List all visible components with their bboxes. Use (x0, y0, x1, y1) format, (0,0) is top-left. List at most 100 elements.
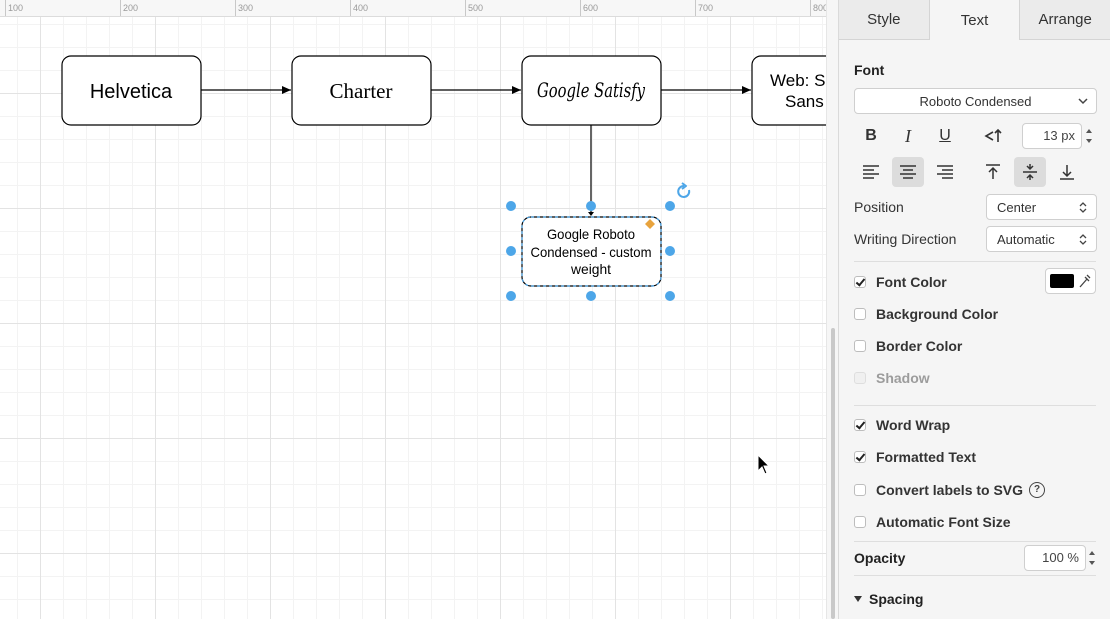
selection-handles[interactable] (506, 201, 675, 301)
font-size-input[interactable]: 13 px (1022, 123, 1082, 149)
border-color-checkbox[interactable] (854, 340, 866, 352)
node-roboto-condensed[interactable]: Google Roboto Condensed - custom weight (521, 216, 662, 287)
resize-handle-e[interactable] (665, 246, 675, 256)
ruler-tick-label: 700 (698, 3, 714, 13)
align-bottom-button[interactable] (1051, 157, 1083, 187)
chevron-down-icon (1078, 98, 1088, 105)
align-top-button[interactable] (977, 157, 1009, 187)
node-label: Google Satisfy (537, 78, 646, 102)
ruler-tick-label: 600 (583, 3, 599, 13)
writing-direction-label: Writing Direction (854, 231, 957, 247)
border-color-option[interactable]: Border Color (854, 336, 962, 356)
italic-button[interactable]: I (892, 121, 924, 151)
align-right-button[interactable] (929, 157, 961, 187)
node-label-line3: weight (570, 261, 611, 277)
italic-icon: I (905, 125, 911, 146)
position-label: Position (854, 199, 904, 215)
diagram-svg: Helvetica Charter Google Satisfy Web: S … (61, 55, 826, 475)
font-size-stepper[interactable] (1085, 125, 1093, 147)
font-color-option[interactable]: Font Color (854, 272, 947, 292)
scrollbar-thumb[interactable] (831, 328, 835, 619)
ruler-tick-label: 200 (123, 3, 139, 13)
formatted-text-checkbox[interactable] (854, 451, 866, 463)
font-family-select[interactable]: Roboto Condensed (854, 88, 1097, 114)
background-color-checkbox[interactable] (854, 308, 866, 320)
resize-handle-sw[interactable] (506, 291, 516, 301)
position-select[interactable]: Center (986, 194, 1097, 220)
underline-icon: U (939, 127, 951, 144)
resize-handle-ne[interactable] (665, 201, 675, 211)
shadow-option: Shadow (854, 368, 930, 388)
diagram-canvas[interactable]: 100 200 300 400 500 600 700 800 Helve (0, 0, 826, 619)
writing-direction-value: Automatic (997, 231, 1055, 247)
align-center-button[interactable] (892, 157, 924, 187)
formatted-text-label: Formatted Text (876, 449, 977, 465)
convert-svg-checkbox[interactable] (854, 484, 866, 496)
font-color-checkbox[interactable] (854, 276, 866, 288)
ruler-tick-label: 100 (8, 3, 24, 13)
tab-arrange[interactable]: Arrange (1019, 0, 1110, 40)
word-wrap-option[interactable]: Word Wrap (854, 415, 950, 435)
convert-svg-option[interactable]: Convert labels to SVG ? (854, 480, 1046, 500)
font-color-swatch-button[interactable] (1045, 268, 1096, 294)
align-bottom-icon (1060, 165, 1074, 180)
mouse-cursor-icon (757, 453, 771, 475)
resize-handle-s[interactable] (586, 291, 596, 301)
auto-font-size-label: Automatic Font Size (876, 514, 1011, 530)
align-left-icon (863, 165, 879, 179)
chevron-updown-icon (1079, 202, 1087, 213)
node-label-line1: Google Roboto (547, 226, 635, 242)
ruler-tick-label: 400 (353, 3, 369, 13)
horizontal-ruler: 100 200 300 400 500 600 700 800 (0, 0, 826, 17)
background-color-label: Background Color (876, 306, 999, 322)
triangle-down-icon (854, 596, 862, 602)
word-wrap-checkbox[interactable] (854, 419, 866, 431)
resize-handle-se[interactable] (665, 291, 675, 301)
ruler-tick-label: 800 (813, 3, 826, 13)
node-google-satisfy[interactable]: Google Satisfy (521, 55, 662, 126)
align-right-icon (937, 165, 953, 179)
resize-handle-w[interactable] (506, 246, 516, 256)
underline-button[interactable]: U (929, 121, 961, 151)
spacing-section-toggle[interactable]: Spacing (853, 591, 923, 607)
rotate-icon[interactable] (677, 182, 691, 198)
position-value: Center (997, 199, 1037, 215)
node-charter[interactable]: Charter (291, 55, 432, 126)
format-panel: Style Text Arrange Font Roboto Condensed… (838, 0, 1110, 619)
canvas-vertical-scrollbar[interactable] (826, 0, 839, 619)
node-label-line2: Sans (785, 92, 824, 111)
node-helvetica[interactable]: Helvetica (61, 55, 202, 126)
bold-icon: B (865, 127, 877, 144)
writing-direction-select[interactable]: Automatic (986, 226, 1097, 252)
selection-outline (521, 216, 662, 287)
spacing-label: Spacing (869, 591, 924, 607)
edge-arrowhead (588, 212, 594, 216)
auto-font-size-checkbox[interactable] (854, 516, 866, 528)
help-icon[interactable]: ? (1029, 482, 1046, 498)
bold-button[interactable]: B (855, 121, 887, 151)
border-color-label: Border Color (876, 338, 963, 354)
opacity-label: Opacity (854, 550, 906, 566)
font-family-value: Roboto Condensed (919, 93, 1032, 109)
align-left-button[interactable] (855, 157, 887, 187)
node-label-line2: Condensed - custom (531, 244, 652, 260)
vertical-text-button[interactable] (977, 121, 1009, 151)
ruler-tick-label: 500 (468, 3, 484, 13)
opacity-input[interactable]: 100 % (1024, 545, 1086, 571)
node-label: Charter (330, 79, 393, 103)
node-web-sans[interactable]: Web: S Sans (751, 55, 826, 126)
resize-handle-n[interactable] (586, 201, 596, 211)
font-color-swatch (1050, 274, 1074, 288)
align-center-icon (900, 165, 916, 179)
corner-radius-handle[interactable] (645, 219, 655, 229)
font-color-label: Font Color (876, 274, 947, 290)
tab-style[interactable]: Style (839, 0, 929, 40)
tab-text[interactable]: Text (928, 0, 1020, 40)
align-middle-button[interactable] (1014, 157, 1046, 187)
background-color-option[interactable]: Background Color (854, 304, 998, 324)
resize-handle-nw[interactable] (506, 201, 516, 211)
opacity-stepper[interactable] (1088, 547, 1096, 569)
formatted-text-option[interactable]: Formatted Text (854, 447, 976, 467)
auto-font-size-option[interactable]: Automatic Font Size (854, 512, 1011, 532)
format-tabs: Style Text Arrange (839, 0, 1110, 40)
